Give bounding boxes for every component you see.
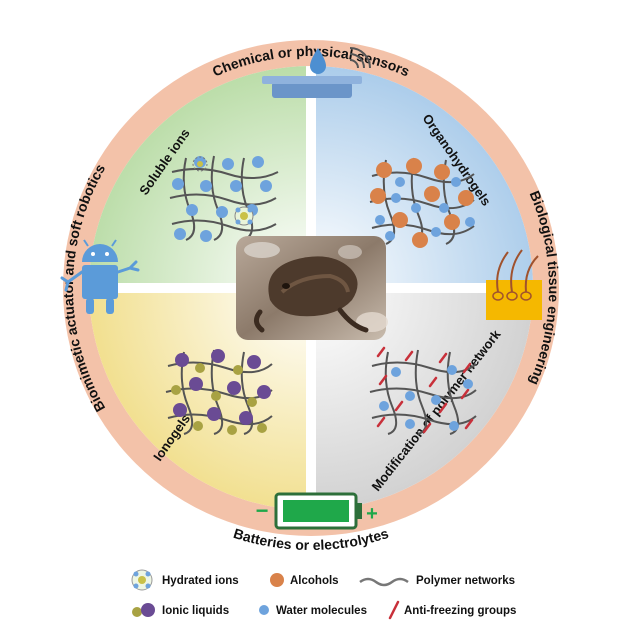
legend-label-water-molecules: Water molecules — [276, 605, 367, 617]
legend-alcohols: Alcohols — [270, 573, 339, 587]
legend-label-polymer-networks: Polymer networks — [416, 575, 515, 587]
legend-anti-freezing-groups: Anti-freezing groups — [388, 600, 516, 620]
battery-minus: − — [256, 498, 269, 523]
organohydrogels-network — [369, 157, 475, 248]
legend-hydrated-ions: Hydrated ions — [131, 569, 239, 591]
battery-plus: + — [366, 503, 378, 525]
legend-water-molecules: Water molecules — [259, 605, 367, 617]
hydrated-ion-cluster — [234, 206, 254, 226]
soluble-ions-network — [169, 155, 279, 242]
legend-polymer-networks: Polymer networks — [359, 575, 515, 587]
battery-icon: − + — [256, 492, 378, 530]
legend-label-anti-freezing: Anti-freezing groups — [404, 605, 516, 617]
legend-label-ionic-liquids: Ionic liquids — [162, 605, 229, 617]
legend-ionic-liquids: Ionic liquids — [132, 603, 229, 617]
frog-photo — [236, 236, 388, 340]
legend: Hydrated ions Alcohols Polymer networks … — [131, 569, 516, 620]
water-drop-sensor-icon — [262, 47, 371, 98]
legend-label-hydrated-ions: Hydrated ions — [162, 575, 239, 587]
android-robot-icon — [60, 239, 140, 314]
ionogels-network — [165, 349, 273, 435]
modification-network — [369, 346, 477, 435]
legend-label-alcohols: Alcohols — [290, 575, 339, 587]
hair-follicle-tissue-icon — [486, 249, 542, 320]
